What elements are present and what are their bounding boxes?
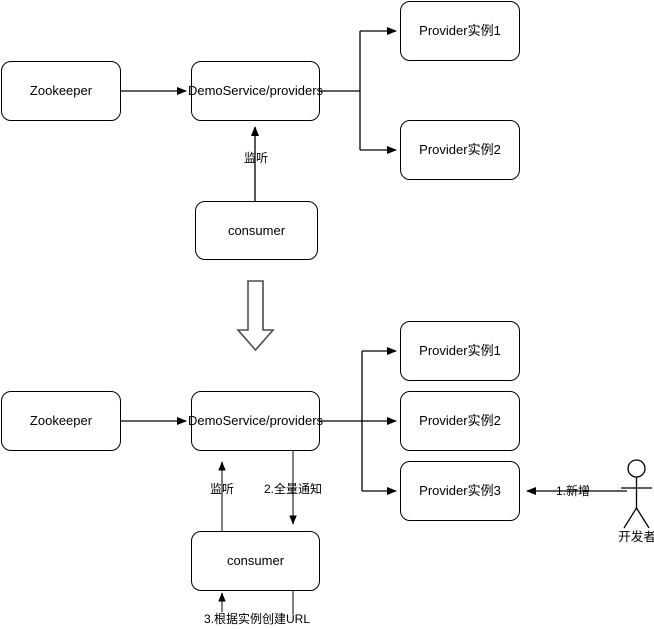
node-provider-instance-3-bottom[interactable]: Provider实例3 xyxy=(400,461,520,521)
node-zookeeper-bottom[interactable]: Zookeeper xyxy=(1,391,121,451)
developer-stick-figure-icon xyxy=(621,459,652,529)
edge-label-listen-bottom: 监听 xyxy=(209,482,234,496)
node-demoservice-top[interactable]: DemoService/providers xyxy=(188,61,323,121)
node-zookeeper-top[interactable]: Zookeeper xyxy=(1,61,121,121)
node-provider-instance-1-top[interactable]: Provider实例1 xyxy=(400,1,520,61)
node-consumer-top[interactable]: consumer xyxy=(195,201,318,260)
node-provider-instance-2-bottom[interactable]: Provider实例2 xyxy=(400,391,520,451)
actor-label-developer: 开发者 xyxy=(618,530,654,544)
edge-label-add-instance: 1.新增 xyxy=(555,484,590,498)
edge-label-listen-top: 监听 xyxy=(243,151,268,165)
transition-down-arrow xyxy=(236,280,275,352)
edge-demoservice-branch-bottom xyxy=(320,347,397,495)
node-demoservice-bottom[interactable]: DemoService/providers xyxy=(188,391,323,451)
node-provider-instance-2-top[interactable]: Provider实例2 xyxy=(400,120,520,180)
node-consumer-bottom[interactable]: consumer xyxy=(191,531,320,591)
edge-demoservice-branch-top xyxy=(320,27,397,154)
node-provider-instance-1-bottom[interactable]: Provider实例1 xyxy=(400,321,520,381)
edge-label-full-notify: 2.全量通知 xyxy=(263,482,322,496)
edge-label-create-url: 3.根据实例创建URL xyxy=(203,612,310,626)
